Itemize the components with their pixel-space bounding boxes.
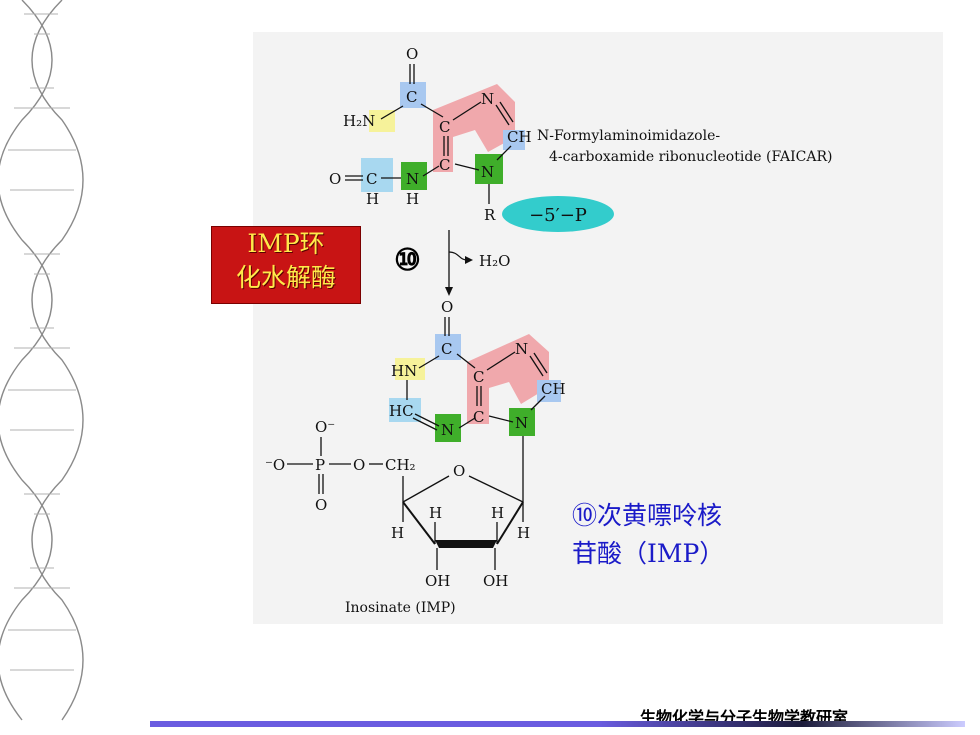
faicar-h-right: H [406, 190, 419, 208]
highlight-amide-n [401, 162, 427, 190]
imp-n7: N [515, 340, 528, 358]
imp-c4: C [473, 408, 484, 426]
faicar-formyl-o: O [329, 170, 341, 188]
imp-hn: HN [391, 362, 417, 380]
product-name-line2: 苷酸（IMP） [572, 539, 725, 568]
imp-h-c3: H [429, 504, 442, 522]
enzyme-label-line1: IMP环 [247, 229, 325, 258]
step-number: ⑩ [394, 243, 421, 278]
dna-helix-decoration [0, 0, 84, 721]
faicar-r: R [484, 206, 496, 224]
faicar-n1: N [481, 163, 494, 181]
imp-caption: Inosinate (IMP) [345, 600, 456, 616]
faicar-label-line1: N-Formylaminoimidazole- [537, 128, 720, 144]
imp-structure: O C HN C N CH C N HC N O⁻ ⁻O P O C [265, 298, 566, 616]
faicar-label-line2: 4-carboxamide ribonucleotide (FAICAR) [549, 149, 832, 165]
imp-o-top: O [441, 298, 453, 316]
faicar-structure: O C H₂N C N CH C N O C N H H R N-Formyla… [329, 45, 832, 232]
imp-c6: C [441, 340, 452, 358]
imp-n9: N [515, 414, 528, 432]
imp-o-ring: O [453, 462, 465, 480]
reaction-diagram: O C H₂N C N CH C N O C N H H R N-Formyla… [265, 45, 832, 616]
imp-n3: N [441, 421, 454, 439]
phosphate-tag [502, 196, 614, 232]
imp-oh-c2: OH [483, 572, 508, 590]
imp-ch: CH [541, 380, 566, 398]
enzyme-label-box: IMP环 化水解酶 [211, 226, 361, 304]
imp-o-link: O [353, 456, 365, 474]
imp-p: P [315, 456, 325, 474]
product-name: ⑩次黄嘌呤核 苷酸（IMP） [572, 497, 724, 573]
faicar-o-top: O [406, 45, 418, 63]
faicar-n3: N [481, 90, 494, 108]
imp-h-c2: H [491, 504, 504, 522]
faicar-c-carbonyl: C [406, 88, 417, 106]
imp-highlight-imidazole-pink [467, 334, 549, 424]
faicar-ch: CH [507, 128, 532, 146]
faicar-amide-n: N [406, 170, 419, 188]
imp-highlight-hc [389, 398, 421, 422]
imp-c5: C [473, 368, 484, 386]
highlight-imidazole-pink [433, 84, 515, 172]
phosphate-tag-text: −5′−P [529, 205, 587, 226]
faicar-c4: C [439, 118, 450, 136]
imp-highlight-ch [537, 380, 561, 402]
imp-h-c1: H [517, 524, 530, 542]
faicar-h2n: H₂N [343, 112, 375, 130]
imp-h-c4: H [391, 524, 404, 542]
imp-minus-o: ⁻O [265, 456, 285, 474]
imp-hc: HC [389, 402, 414, 420]
imp-highlight-hn [395, 358, 425, 380]
imp-ch2: CH₂ [385, 456, 416, 474]
highlight-amino-n [369, 110, 395, 132]
water-label: H₂O [479, 252, 510, 270]
product-name-line1: ⑩次黄嘌呤核 [572, 501, 723, 530]
faicar-c5: C [439, 156, 450, 174]
imp-highlight-n9 [509, 408, 535, 436]
imp-o-minus-top: O⁻ [315, 418, 335, 436]
imp-highlight-n3 [435, 414, 461, 442]
imp-highlight-carbonyl-c [435, 334, 461, 360]
figure-panel [253, 32, 943, 624]
enzyme-label-line2: 化水解酶 [235, 263, 336, 292]
imp-oh-c3: OH [425, 572, 450, 590]
highlight-formyl-c [361, 158, 393, 192]
footer-divider [150, 721, 965, 727]
reaction-arrow: H₂O [445, 230, 510, 296]
imp-o-bottom: O [315, 496, 327, 514]
highlight-ring-ch [503, 130, 525, 150]
faicar-formyl-c: C [366, 170, 377, 188]
faicar-h-left: H [366, 190, 379, 208]
